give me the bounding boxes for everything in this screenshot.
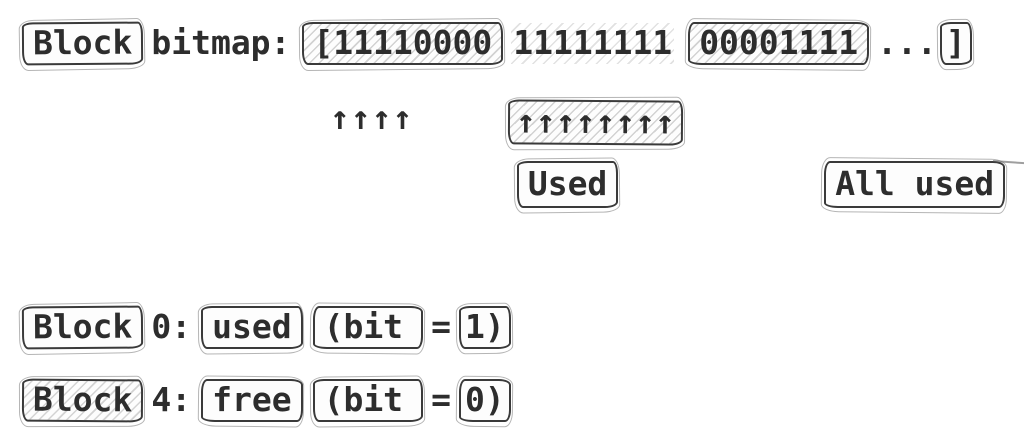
block-4-bit-expr-box: (bit <box>312 379 424 422</box>
used-arrows-icon: ↑↑↑↑ <box>330 98 414 137</box>
block-label-box: Block <box>21 21 144 66</box>
used-label-box: Used <box>516 161 619 208</box>
bitmap-byte-2: 11111111 <box>511 23 675 64</box>
all-used-arrows-icon: ↑↑↑↑↑↑↑↑ <box>507 99 684 146</box>
block-4-row: Block 4: free (bit = 0) <box>21 378 511 423</box>
block-0-row: Block 0: used (bit = 1) <box>21 305 511 350</box>
block-0-label-box: Block <box>21 305 144 350</box>
block-0-bit-value-box: 1) <box>458 306 511 349</box>
bitmap-byte-3-box: 00001111 <box>688 22 870 65</box>
block-4-equals-sign: = <box>431 380 451 419</box>
bitmap-byte-open-box: [11110000 <box>302 22 504 65</box>
bitmap-line: Block bitmap: [11110000 11111111 0000111… <box>21 21 972 66</box>
block-4-status-box: free <box>201 379 303 422</box>
block-0-status-box: used <box>201 306 303 349</box>
bitmap-label: bitmap: <box>151 23 291 62</box>
block-4-bit-value-box: 0) <box>458 379 511 422</box>
ellipsis: ... <box>877 23 937 62</box>
block-4-label-box: Block <box>21 378 144 423</box>
block-0-equals-sign: = <box>431 307 451 346</box>
all-used-label-box: All used <box>824 161 1006 208</box>
block-0-number: 0: <box>151 307 192 346</box>
block-4-number: 4: <box>151 380 192 419</box>
bracket-close-box: ] <box>939 22 972 65</box>
block-0-bit-expr-box: (bit <box>312 306 424 349</box>
